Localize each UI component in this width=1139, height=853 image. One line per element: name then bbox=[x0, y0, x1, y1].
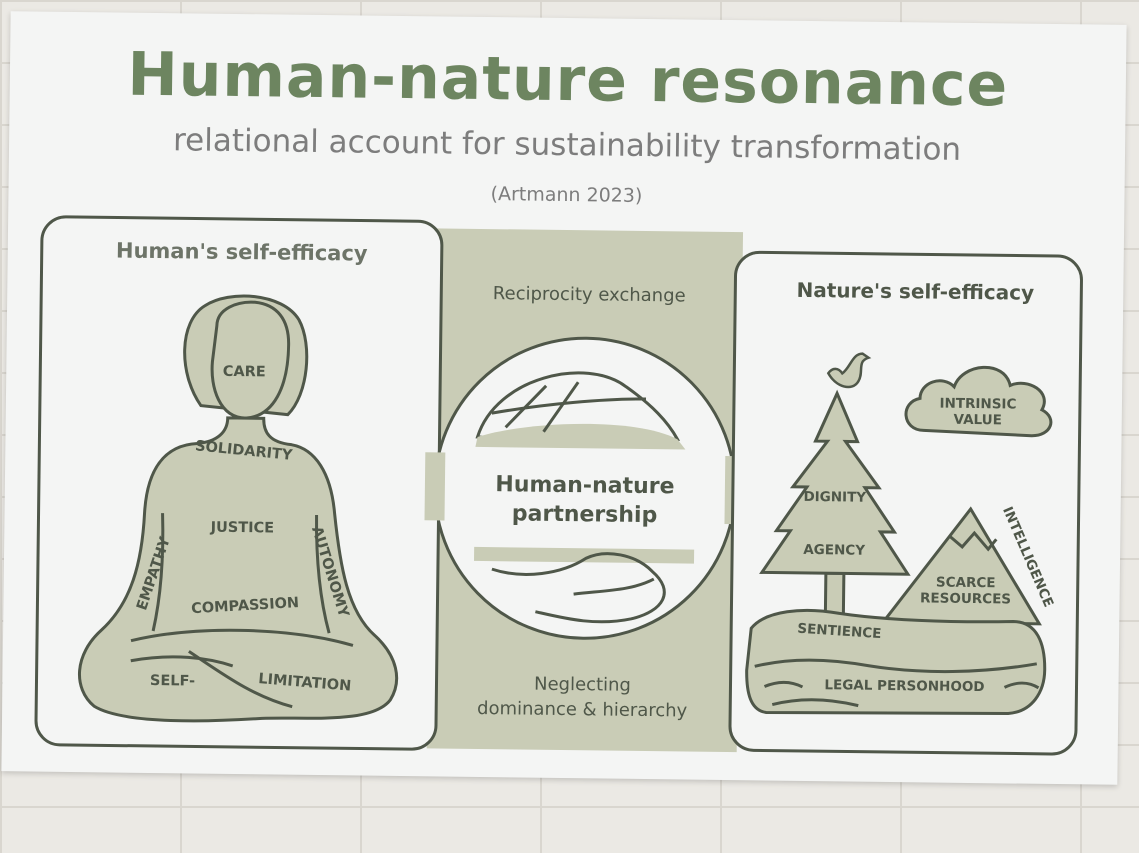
poster: Human-nature resonance relational accoun… bbox=[1, 11, 1127, 785]
dominance-hierarchy-label: dominance & hierarchy bbox=[477, 698, 688, 722]
circle-gap-left bbox=[424, 452, 446, 521]
person-legs-top bbox=[130, 628, 354, 647]
person-body bbox=[78, 416, 399, 723]
person-head bbox=[210, 300, 291, 420]
label-compassion: COMPASSION bbox=[191, 595, 300, 617]
leaf-vein-3 bbox=[491, 397, 647, 415]
water-wave-1 bbox=[763, 680, 804, 689]
person-leg-cross-2 bbox=[188, 650, 293, 709]
person-leg-cross-1 bbox=[130, 655, 234, 668]
right-panel: Nature's self-efficacy INTRINSIC VALUE D… bbox=[728, 250, 1083, 756]
left-panel-title: Human's self-efficacy bbox=[116, 239, 368, 266]
label-scarce: SCARCE bbox=[936, 575, 996, 592]
person-arm-inner-left bbox=[151, 513, 165, 632]
hand-band bbox=[474, 546, 695, 564]
water-line-1 bbox=[754, 658, 1038, 674]
label-justice: JUSTICE bbox=[210, 520, 275, 537]
label-value: VALUE bbox=[954, 412, 1002, 429]
label-intrinsic: INTRINSIC bbox=[939, 396, 1016, 413]
water-wave-3 bbox=[771, 698, 859, 708]
resonance-diagram: Human's self-efficacy CARE SOLIDARITY JU… bbox=[34, 215, 1083, 756]
leaf-vein-2 bbox=[542, 381, 580, 433]
partnership-line-1: Human-nature bbox=[495, 472, 674, 499]
left-panel: Human's self-efficacy CARE SOLIDARITY JU… bbox=[34, 215, 444, 751]
leaf-icon bbox=[475, 371, 686, 450]
partnership-line-2: partnership bbox=[512, 501, 658, 528]
cloud-icon bbox=[904, 365, 1053, 438]
leaf-ground bbox=[475, 423, 686, 450]
hand-icon bbox=[474, 546, 695, 624]
meditating-person-figure bbox=[78, 294, 399, 723]
center-section: Reciprocity exchange Human-nature partne… bbox=[424, 283, 746, 722]
label-agency: AGENCY bbox=[803, 542, 865, 559]
right-panel-title: Nature's self-efficacy bbox=[796, 278, 1034, 305]
label-self: SELF- bbox=[150, 673, 195, 690]
reciprocity-exchange-label: Reciprocity exchange bbox=[493, 283, 686, 306]
leaf-shape bbox=[475, 371, 681, 441]
riverbank-shape bbox=[745, 608, 1047, 715]
person-arm-inner-right bbox=[315, 514, 331, 634]
tree-icon bbox=[759, 389, 911, 625]
water-wave-2 bbox=[1003, 681, 1040, 690]
label-dignity: DIGNITY bbox=[803, 489, 866, 506]
hand-outline bbox=[491, 552, 666, 624]
hand-finger bbox=[573, 577, 655, 596]
label-resources: RESOURCES bbox=[920, 590, 1011, 607]
mountain-snow-line bbox=[949, 530, 998, 552]
label-sentience: SENTIENCE bbox=[797, 621, 882, 642]
tree-canopy bbox=[759, 389, 911, 576]
label-limitation: LIMITATION bbox=[258, 671, 352, 695]
neglecting-label: Neglecting bbox=[534, 674, 631, 696]
label-legal-personhood: LEGAL PERSONHOOD bbox=[824, 677, 984, 695]
bird-icon bbox=[826, 352, 872, 389]
label-care: CARE bbox=[223, 364, 266, 381]
